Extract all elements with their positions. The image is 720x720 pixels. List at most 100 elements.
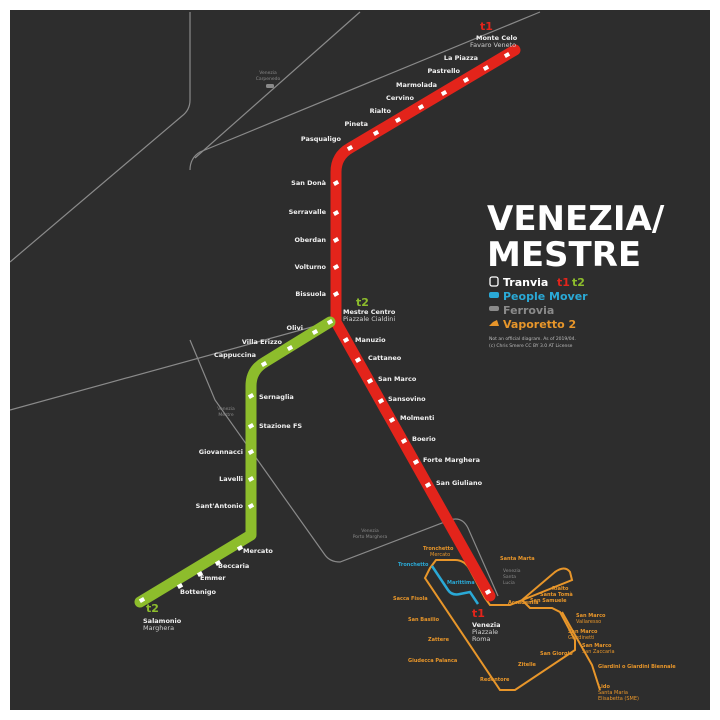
station-sernaglia[interactable]: Sernaglia (259, 393, 294, 401)
station-pineta[interactable]: Pineta (344, 120, 368, 128)
rail-label: Lucia (503, 580, 515, 586)
vaporetto-branch-lido (561, 611, 601, 691)
rail-station-mestre: Venezia Mestre (217, 406, 235, 418)
station-marker (440, 90, 448, 96)
vaporetto-route (423, 559, 576, 691)
t2-station-labels: t2 Mestre Centro Piazzale Cialdini Olivi… (143, 296, 396, 632)
rail-label: Porto Marghera (353, 534, 388, 540)
station-salamonio[interactable]: Salamonio (143, 617, 182, 625)
station-marker (176, 583, 184, 589)
station-marker (503, 52, 511, 58)
station-sansovino[interactable]: Sansovino (388, 395, 426, 403)
station-beccaria[interactable]: Beccaria (218, 562, 249, 570)
legend-tranvia: Tranvia (503, 276, 548, 289)
title-line-1: VENEZIA/ (487, 199, 665, 239)
t2-line-badge: t2 (356, 296, 369, 309)
station-sub: Piazzale (472, 628, 498, 636)
station-pastrello[interactable]: Pastrello (428, 67, 461, 75)
rail-label: Venezia (217, 406, 235, 412)
station-mestre-centro[interactable]: Mestre Centro (343, 308, 396, 316)
station-cervino[interactable]: Cervino (386, 94, 414, 102)
stop-sub: Giardinetti (568, 635, 594, 641)
station-forte-marghera[interactable]: Forte Marghera (423, 456, 480, 464)
station-rialto[interactable]: Rialto (370, 107, 392, 115)
station-marker (377, 398, 385, 404)
station-marker (247, 449, 255, 455)
station-molmenti[interactable]: Molmenti (400, 414, 434, 422)
station-oberdan[interactable]: Oberdan (295, 236, 327, 244)
station-san-marco[interactable]: San Marco (378, 375, 417, 383)
people-mover-route (430, 565, 480, 605)
station-marker (346, 145, 354, 151)
stop-giardini: Giardini o Giardini Biennale (598, 664, 676, 670)
station-sub: Piazzale Cialdini (343, 315, 395, 323)
stop-santa-toma: Santa Tomà (540, 591, 573, 598)
station-venezia[interactable]: Venezia (472, 621, 501, 629)
station-bissuola[interactable]: Bissuola (295, 290, 326, 298)
boat-icon (489, 320, 499, 326)
station-sub: Roma (472, 635, 491, 643)
stop-accademia: Accademia (508, 600, 538, 606)
ferrovia-lines (10, 11, 541, 597)
station-sub: Marghera (143, 624, 174, 632)
station-san-giuliano[interactable]: San Giuliano (436, 479, 483, 487)
station-marker (214, 560, 222, 566)
station-volturno[interactable]: Volturno (295, 263, 327, 271)
station-marker (400, 438, 408, 444)
stop-san-zaccaria: San Marco (582, 643, 612, 649)
station-mercato[interactable]: Mercato (243, 547, 273, 555)
train-icon (266, 84, 274, 88)
rail-station-santa-lucia: Venezia Santa Lucia (503, 568, 521, 586)
legend-t2: t2 (572, 276, 585, 289)
stop-sub: Elisabetta (SME) (598, 696, 639, 702)
rail-line (189, 339, 499, 597)
rail-label: Venezia (361, 528, 379, 534)
map-title: VENEZIA/ MESTRE (487, 199, 665, 275)
station-marker (332, 180, 340, 186)
station-bottenigo[interactable]: Bottenigo (180, 588, 217, 596)
station-manuzio[interactable]: Manuzio (355, 336, 386, 344)
stop-sacca-fisola: Sacca Fisola (393, 596, 428, 602)
station-sant-antonio[interactable]: Sant'Antonio (196, 502, 244, 510)
station-boerio[interactable]: Boerio (412, 435, 436, 443)
station-giovannacci[interactable]: Giovannacci (199, 448, 243, 456)
station-olivi[interactable]: Olivi (287, 324, 303, 332)
station-san-dona[interactable]: San Donà (291, 179, 326, 187)
station-la-piazza[interactable]: La Piazza (444, 54, 478, 62)
vaporetto-line (423, 559, 601, 691)
stop-sub: Vallaresso (576, 619, 601, 625)
stop-zitelle: Zitelle (518, 662, 537, 668)
tram-icon (489, 276, 499, 287)
station-marker (354, 357, 362, 363)
station-monte-celo[interactable]: Monte Celo (476, 34, 518, 42)
title-line-2: MESTRE (487, 235, 641, 275)
stop-san-giorgio: San Giorgio (540, 651, 573, 657)
stop-tronchetto: Tronchetto (423, 546, 454, 552)
station-sub: Favaro Veneto (470, 41, 516, 49)
station-serravalle[interactable]: Serravalle (289, 208, 327, 216)
stop-redentore: Redentore (480, 677, 510, 683)
station-marker (260, 361, 268, 367)
station-marker (417, 104, 425, 110)
station-marker (484, 589, 492, 595)
station-stazione-fs[interactable]: Stazione FS (259, 422, 302, 430)
station-emmer[interactable]: Emmer (200, 574, 226, 582)
station-marker (332, 291, 340, 297)
t1-line-badge: t1 (480, 20, 493, 33)
t1-line-badge: t1 (472, 607, 485, 620)
t1-station-labels: t1 Monte Celo Favaro Veneto La Piazza Pa… (289, 20, 518, 643)
vaporetto-labels: Tronchetto Mercato Sacca Fisola San Basi… (393, 546, 676, 702)
station-pasqualigo[interactable]: Pasqualigo (301, 135, 342, 143)
disclaimer: Not an official diagram. As of 2019/04. (489, 336, 576, 342)
station-marker (326, 319, 334, 325)
rail-label: Mestre (218, 412, 234, 418)
legend-ferrovia: Ferrovia (503, 304, 554, 317)
station-cattaneo[interactable]: Cattaneo (368, 354, 402, 362)
pm-stop-tronchetto: Tronchetto (398, 562, 429, 568)
station-marmolada[interactable]: Marmolada (396, 81, 437, 89)
station-lavelli[interactable]: Lavelli (219, 475, 243, 483)
train-icon (489, 306, 499, 311)
station-cappuccina[interactable]: Cappuccina (214, 351, 256, 359)
legend: Tranvia t1 t2 People Mover Ferrovia Vapo… (489, 276, 588, 349)
station-villa-erizzo[interactable]: Villa Erizzo (242, 338, 283, 346)
